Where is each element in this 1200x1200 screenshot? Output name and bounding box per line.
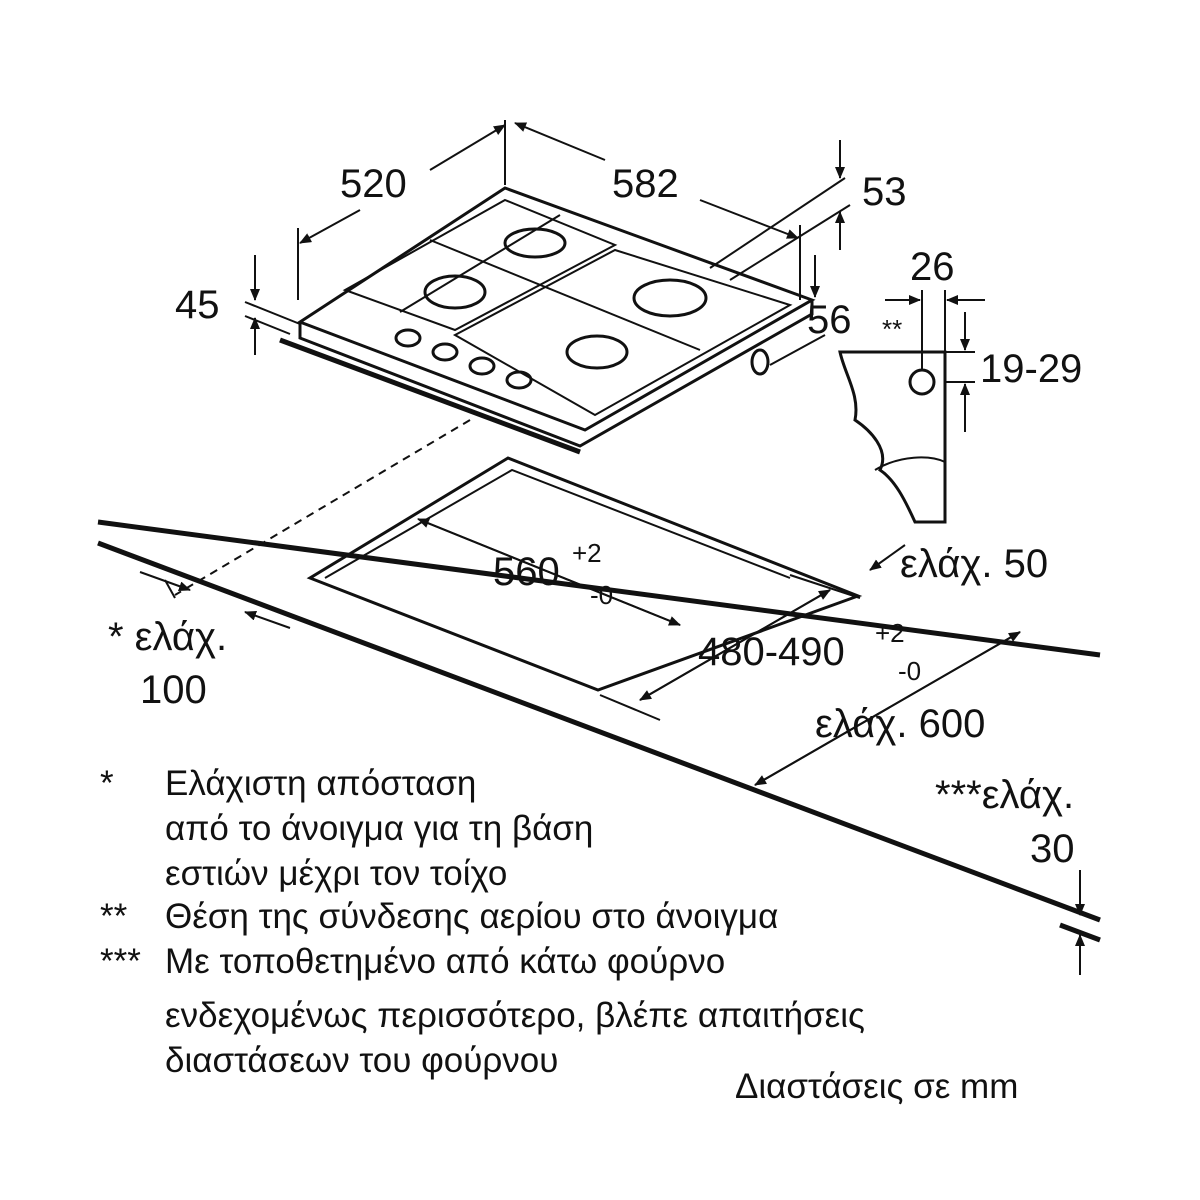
dim-min-100-value: 100 bbox=[140, 668, 207, 712]
footnotes: * Ελάχιστη απόσταση από το άνοιγμα για τ… bbox=[100, 764, 865, 1080]
note-marker: *** bbox=[100, 942, 141, 981]
note-line: Με τοποθετημένο από κάτω φούρνο bbox=[165, 942, 725, 981]
dimension-lines bbox=[139, 120, 1085, 975]
hob bbox=[279, 186, 816, 455]
dim-56: 56 bbox=[807, 298, 852, 342]
dim-582: 582 bbox=[612, 162, 679, 206]
dim-560-tol-minus: -0 bbox=[590, 580, 613, 610]
dim-480-490: 480-490 bbox=[698, 630, 845, 674]
dim-min-600: ελάχ. 600 bbox=[815, 702, 985, 746]
dim-480-490-tol-plus: +2 bbox=[875, 618, 905, 648]
pan-supports bbox=[342, 198, 793, 417]
gas-projection-line bbox=[174, 419, 471, 596]
cutout bbox=[306, 456, 863, 692]
dim-19-29: 19-29 bbox=[980, 347, 1082, 391]
note-marker: ** bbox=[100, 897, 128, 936]
dim-26: 26 bbox=[910, 245, 955, 289]
burners bbox=[423, 227, 708, 370]
countertop bbox=[97, 519, 1101, 943]
control-knobs bbox=[394, 328, 533, 390]
dim-53: 53 bbox=[862, 170, 907, 214]
dim-min-30-value: 30 bbox=[1030, 827, 1075, 871]
units-caption: Διαστάσεις σε mm bbox=[735, 1067, 1018, 1106]
note-line: Ελάχιστη απόσταση bbox=[165, 764, 476, 803]
note-line: εστιών μέχρι τον τοίχο bbox=[165, 854, 507, 893]
dim-520: 520 bbox=[340, 162, 407, 206]
gas-position-marker: ** bbox=[882, 314, 902, 344]
dim-560: 560 bbox=[493, 550, 560, 594]
note-line: ενδεχομένως περισσότερο, βλέπε απαιτήσει… bbox=[165, 996, 865, 1035]
note-marker: * bbox=[100, 764, 114, 803]
dim-min-30-label: ***ελάχ. bbox=[935, 773, 1074, 817]
dim-min-100-label: * ελάχ. bbox=[108, 615, 227, 659]
dim-560-tol-plus: +2 bbox=[572, 538, 602, 568]
dim-45: 45 bbox=[175, 283, 220, 327]
note-line: διαστάσεων του φούρνου bbox=[165, 1041, 558, 1080]
dim-min-50: ελάχ. 50 bbox=[900, 542, 1048, 586]
note-line: Θέση της σύνδεσης αερίου στο άνοιγμα bbox=[165, 897, 778, 936]
note-line: από το άνοιγμα για τη βάση bbox=[165, 809, 593, 848]
dim-480-490-tol-minus: -0 bbox=[898, 656, 921, 686]
gas-connection-detail bbox=[838, 290, 985, 524]
